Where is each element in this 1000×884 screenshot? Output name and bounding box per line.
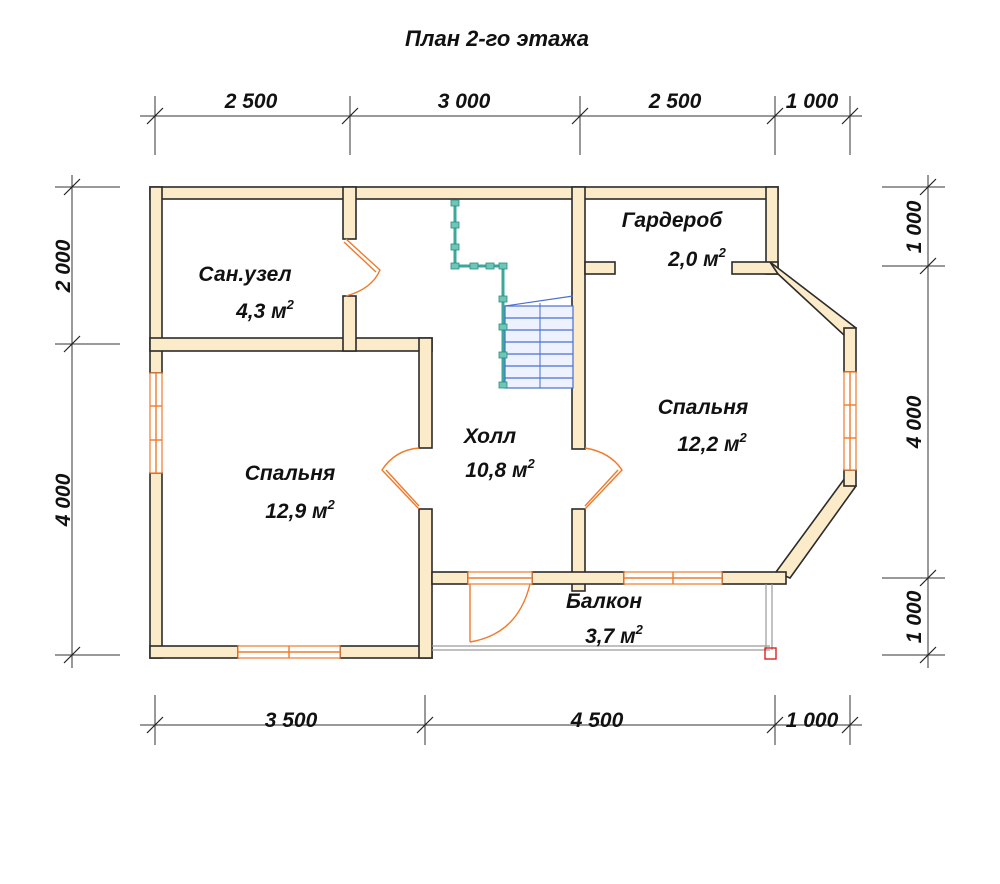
dim-left-1: 2 000	[52, 239, 75, 293]
dimension-line-bottom: 3 500 4 500 1 000	[140, 695, 862, 745]
doors	[343, 238, 623, 643]
dim-bottom-2: 4 500	[570, 709, 624, 732]
room-area-bedroom-left: 12,9 м2	[265, 497, 335, 523]
room-name-wc: Сан.узел	[198, 263, 291, 286]
dim-right-3: 1 000	[903, 590, 926, 643]
room-area-wardrobe: 2,0 м2	[667, 245, 727, 271]
dimension-line-left: 2 000 4 000	[52, 175, 120, 668]
room-label-wardrobe: Гардероб 2,0 м2	[622, 209, 727, 271]
room-area-balcony: 3,7 м2	[585, 622, 644, 648]
room-label-bedroom-right: Спальня 12,2 м2	[658, 396, 749, 456]
staircase	[450, 199, 574, 389]
dimension-line-top: 2 500 3 000 2 500 1 000	[140, 90, 862, 155]
dimension-line-right: 1 000 4 000 1 000	[882, 175, 945, 668]
room-label-wc: Сан.узел 4,3 м2	[198, 263, 294, 323]
room-name-hall: Холл	[463, 425, 516, 448]
dim-left-2: 4 000	[52, 473, 75, 527]
room-label-bedroom-left: Спальня 12,9 м2	[245, 462, 336, 523]
room-area-hall: 10,8 м2	[465, 456, 535, 482]
dim-right-1: 1 000	[903, 200, 926, 253]
windows	[149, 371, 857, 659]
room-name-bedroom-left: Спальня	[245, 462, 336, 485]
dim-bottom-1: 3 500	[265, 709, 318, 732]
room-label-hall: Холл 10,8 м2	[463, 425, 536, 482]
dim-bottom-3: 1 000	[786, 709, 839, 732]
dim-top-3: 2 500	[648, 90, 702, 113]
dim-top-1: 2 500	[224, 90, 278, 113]
room-name-wardrobe: Гардероб	[622, 209, 723, 232]
dim-top-4: 1 000	[786, 90, 839, 113]
dim-right-2: 4 000	[903, 395, 926, 449]
room-area-bedroom-right: 12,2 м2	[677, 430, 747, 456]
room-area-wc: 4,3 м2	[235, 297, 295, 323]
walls	[149, 186, 858, 659]
corner-post-marker	[764, 647, 777, 660]
room-name-balcony: Балкон	[566, 590, 642, 613]
room-name-bedroom-right: Спальня	[658, 396, 749, 419]
plan-title: План 2-го этажа	[405, 26, 589, 51]
room-label-balcony: Балкон 3,7 м2	[566, 590, 644, 648]
dim-top-2: 3 000	[438, 90, 491, 113]
balcony-railing	[432, 584, 777, 660]
